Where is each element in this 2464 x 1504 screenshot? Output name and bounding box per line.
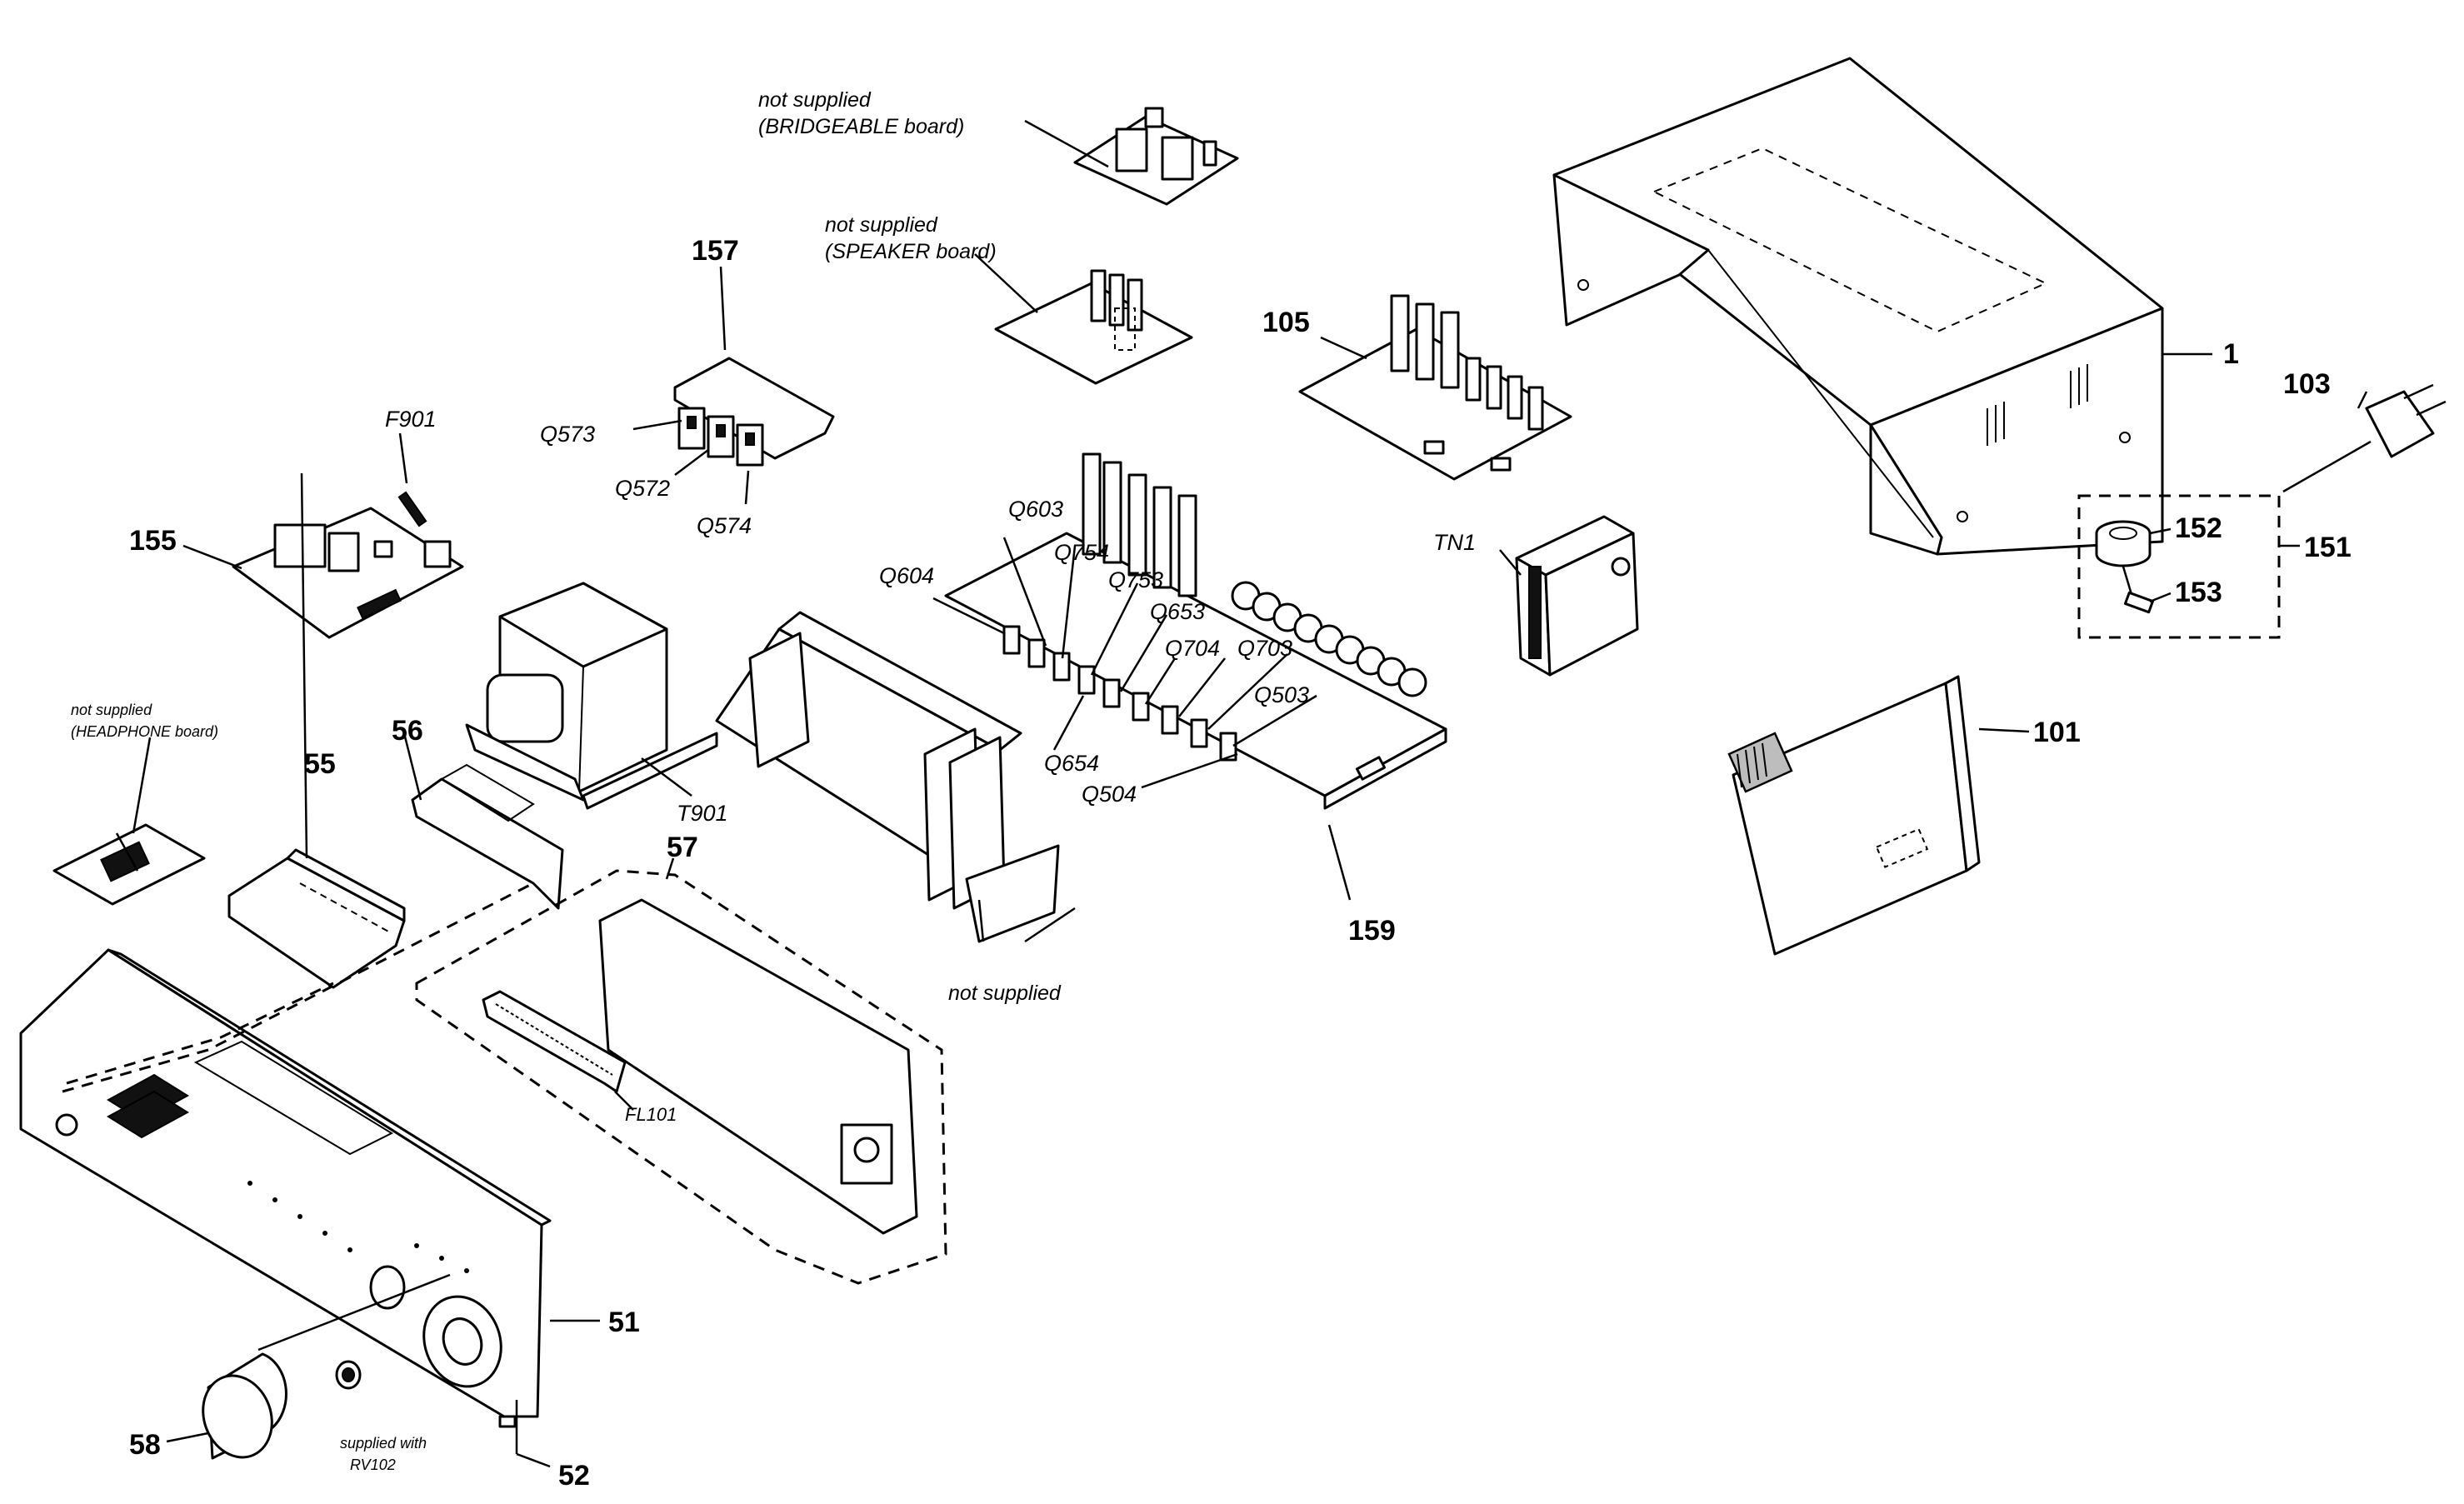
leader-lines	[132, 119, 2368, 1468]
bracket-56	[411, 763, 564, 910]
label-103: 103	[2283, 368, 2331, 400]
board-101	[1727, 675, 1981, 956]
label-q703: Q703	[1237, 636, 1292, 661]
label-159: 159	[1348, 915, 1396, 947]
volume-knob-58	[202, 1352, 362, 1460]
display-board-assembly	[415, 869, 947, 1285]
label-f901: F901	[385, 407, 437, 432]
note-headphone-1: not supplied	[71, 702, 152, 718]
label-t901: T901	[677, 801, 728, 826]
part-labels: 1 103 152 153 151 101 105 TN1 157 Q573 Q…	[71, 88, 2352, 1492]
label-q504: Q504	[1082, 782, 1137, 807]
board-157	[673, 357, 835, 467]
label-q573: Q573	[540, 422, 595, 447]
top-cover	[1552, 57, 2164, 556]
note-speaker-1: not supplied	[825, 213, 938, 237]
label-q753: Q753	[1108, 567, 1163, 592]
note-rv-1: supplied with	[340, 1435, 427, 1452]
board-105	[1298, 294, 1572, 481]
label-q653: Q653	[1150, 599, 1205, 624]
note-headphone-2: (HEADPHONE board)	[71, 723, 218, 740]
label-1: 1	[2223, 338, 2239, 370]
label-q754: Q754	[1054, 540, 1109, 565]
label-57: 57	[667, 832, 698, 863]
note-rv-2: RV102	[350, 1457, 396, 1473]
label-fl101: FL101	[625, 1104, 677, 1125]
label-52: 52	[558, 1460, 590, 1492]
label-58: 58	[129, 1429, 161, 1461]
label-55: 55	[304, 748, 336, 780]
main-amp-board-159	[944, 452, 1447, 810]
label-151: 151	[2304, 532, 2352, 563]
label-q604: Q604	[879, 563, 934, 588]
speaker-board	[994, 269, 1193, 385]
label-153: 153	[2175, 577, 2222, 608]
note-bridgeable-2: (BRIDGEABLE board)	[758, 115, 964, 138]
label-101: 101	[2033, 717, 2081, 748]
label-q503: Q503	[1254, 682, 1309, 707]
note-bridgeable-1: not supplied	[758, 88, 872, 112]
label-105: 105	[1262, 307, 1310, 338]
heatsink	[715, 611, 1060, 943]
power-cord	[2282, 383, 2447, 493]
label-56: 56	[392, 715, 423, 747]
label-heatsink-not-supplied: not supplied	[948, 982, 1062, 1005]
label-155: 155	[129, 525, 177, 557]
headphone-board	[52, 823, 206, 906]
cord-clamp-assembly	[2077, 494, 2281, 639]
label-51: 51	[608, 1307, 640, 1338]
label-q574: Q574	[697, 513, 752, 538]
note-speaker-2: (SPEAKER board)	[825, 240, 997, 263]
label-q704: Q704	[1165, 636, 1220, 661]
label-q572: Q572	[615, 476, 670, 501]
label-tn1: TN1	[1433, 530, 1476, 555]
front-panel-51	[19, 948, 552, 1428]
label-152: 152	[2175, 512, 2222, 544]
tuner-tn1	[1515, 515, 1639, 677]
transformer-t901	[465, 582, 718, 810]
bridgeable-board	[1073, 107, 1239, 206]
guide-lines	[62, 882, 534, 1454]
label-157: 157	[692, 235, 739, 267]
label-q603: Q603	[1008, 497, 1063, 522]
label-q654: Q654	[1044, 751, 1099, 776]
board-155	[232, 491, 464, 639]
bracket-55	[227, 848, 406, 989]
